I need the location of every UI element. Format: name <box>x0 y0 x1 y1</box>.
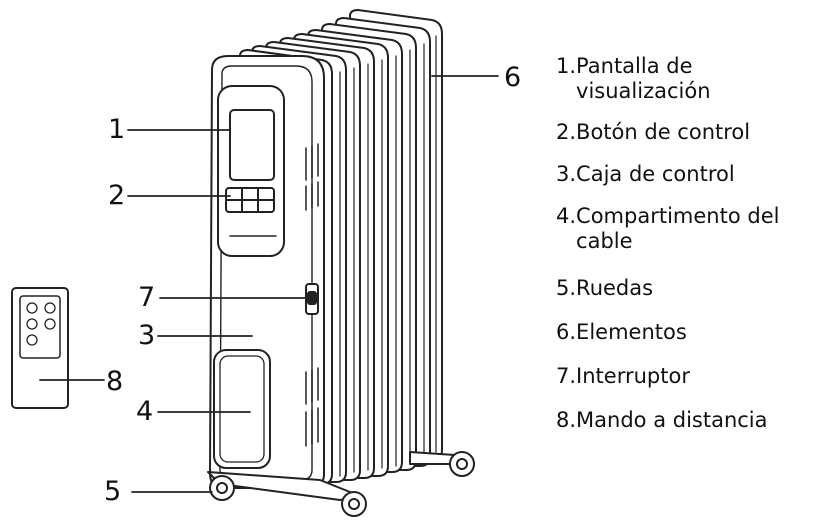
legend-text: Caja de control <box>576 162 735 186</box>
callout-4: 4 <box>136 396 154 427</box>
legend-text: Compartimento del cable <box>576 204 780 253</box>
legend-number: 7. <box>556 364 577 388</box>
legend-text: Botón de control <box>576 120 751 144</box>
legend-number: 2. <box>556 120 577 144</box>
legend-item-1: 1. Pantalla de visualización <box>556 54 818 120</box>
legend-text: Pantalla de visualización <box>576 54 711 103</box>
callout-7: 7 <box>138 282 156 313</box>
legend-number: 8. <box>556 408 577 432</box>
callout-8: 8 <box>106 366 124 397</box>
callout-5: 5 <box>104 476 122 507</box>
legend-item-4: 4. Compartimento del cable <box>556 204 818 276</box>
legend-item-5: 5. Ruedas <box>556 276 818 320</box>
legend-text: Ruedas <box>576 276 654 300</box>
callout-1: 1 <box>108 114 126 145</box>
callout-3: 3 <box>138 320 156 351</box>
legend-item-3: 3. Caja de control <box>556 162 818 204</box>
legend-item-6: 6. Elementos <box>556 320 818 364</box>
callout-2: 2 <box>108 180 126 211</box>
legend-number: 3. <box>556 162 577 186</box>
callout-6: 6 <box>504 62 522 93</box>
legend-number: 6. <box>556 320 577 344</box>
legend-text: Interruptor <box>576 364 690 388</box>
legend-item-8: 8. Mando a distancia <box>556 408 818 452</box>
legend-number: 5. <box>556 276 577 300</box>
control-housing <box>209 55 325 489</box>
legend-item-7: 7. Interruptor <box>556 364 818 408</box>
heater-wheels <box>207 451 475 517</box>
leader-lines <box>39 75 499 493</box>
legend-number: 1. <box>556 54 577 78</box>
parts-legend: 1. Pantalla de visualización 2. Botón de… <box>556 54 818 452</box>
legend-item-2: 2. Botón de control <box>556 120 818 162</box>
remote-control <box>11 287 69 409</box>
legend-text: Mando a distancia <box>576 408 768 432</box>
legend-text: Elementos <box>576 320 687 344</box>
legend-number: 4. <box>556 204 577 228</box>
